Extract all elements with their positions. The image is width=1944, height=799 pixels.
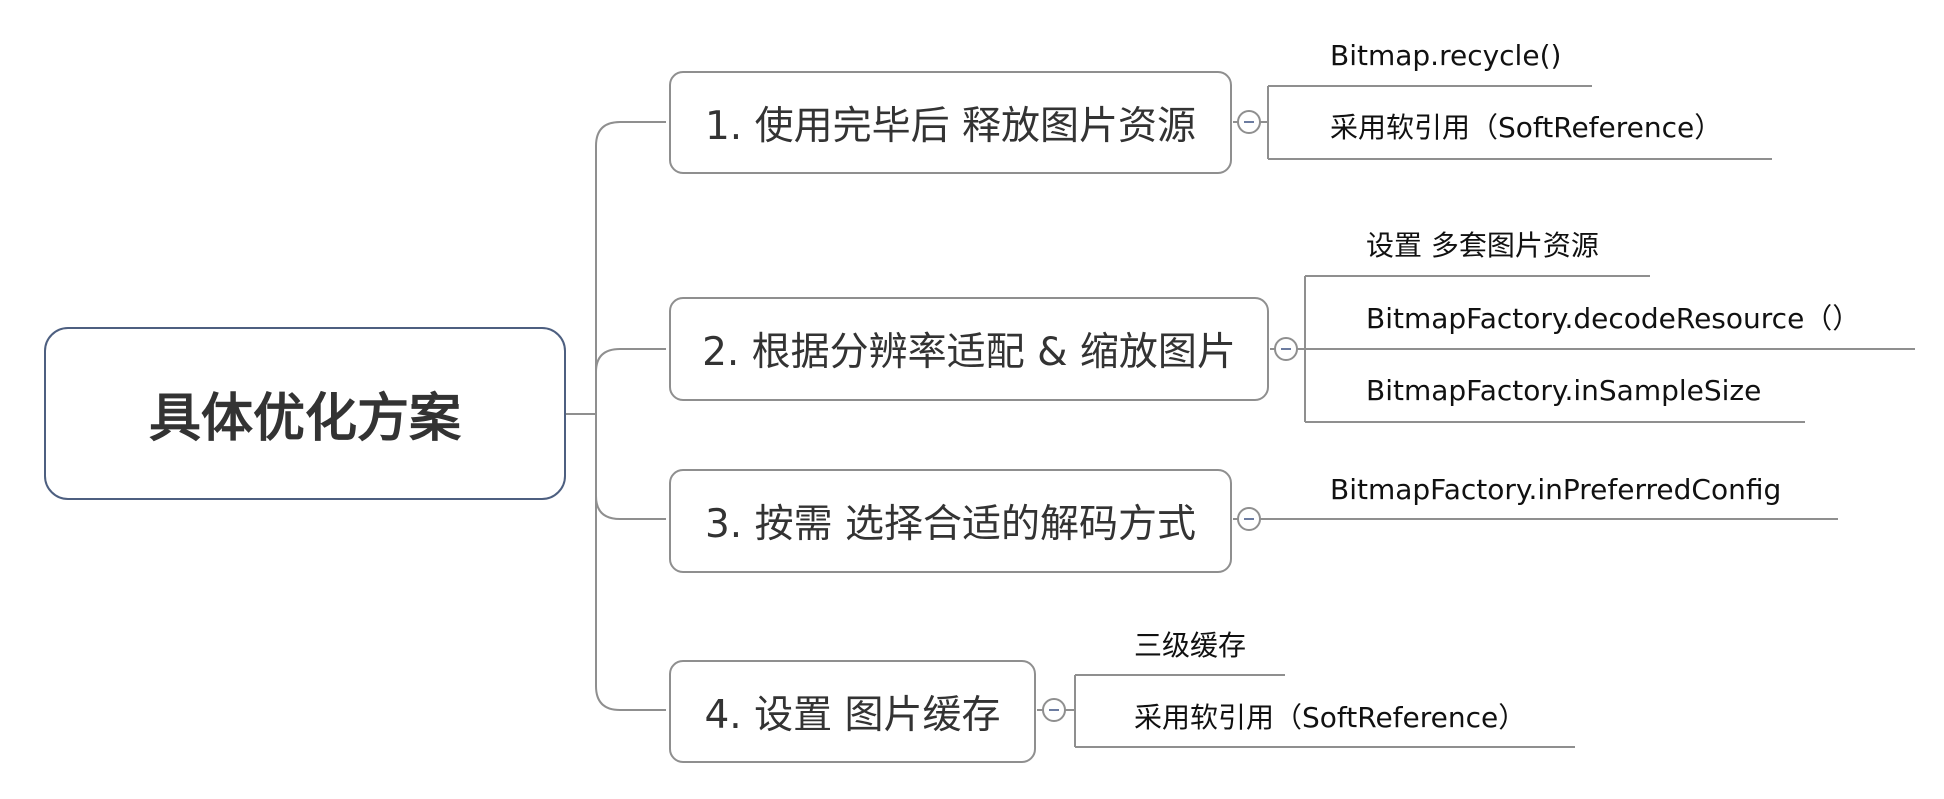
branch-node-decode[interactable]: 3. 按需 选择合适的解码方式 (669, 469, 1232, 573)
leaf-soft-reference[interactable]: 采用软引用（SoftReference） (1330, 111, 1723, 144)
branch-node-resolution[interactable]: 2. 根据分辨率适配 & 缩放图片 (669, 297, 1269, 401)
leaf-decode-resource[interactable]: BitmapFactory.decodeResource（） (1366, 302, 1861, 335)
collapse-icon[interactable] (1237, 507, 1261, 531)
leaf-multiple-image-resources[interactable]: 设置 多套图片资源 (1366, 229, 1599, 262)
leaf-soft-reference[interactable]: 采用软引用（SoftReference） (1134, 701, 1527, 734)
collapse-icon[interactable] (1237, 110, 1261, 134)
collapse-icon[interactable] (1274, 337, 1298, 361)
collapse-icon[interactable] (1042, 698, 1066, 722)
leaf-three-level-cache[interactable]: 三级缓存 (1134, 629, 1247, 662)
leaf-in-preferred-config[interactable]: BitmapFactory.inPreferredConfig (1330, 473, 1782, 506)
leaf-in-sample-size[interactable]: BitmapFactory.inSampleSize (1366, 374, 1762, 407)
leaf-bitmap-recycle[interactable]: Bitmap.recycle() (1330, 39, 1562, 72)
branch-node-release[interactable]: 1. 使用完毕后 释放图片资源 (669, 71, 1232, 174)
root-node[interactable]: 具体优化方案 (44, 327, 566, 500)
branch-node-cache[interactable]: 4. 设置 图片缓存 (669, 660, 1036, 763)
